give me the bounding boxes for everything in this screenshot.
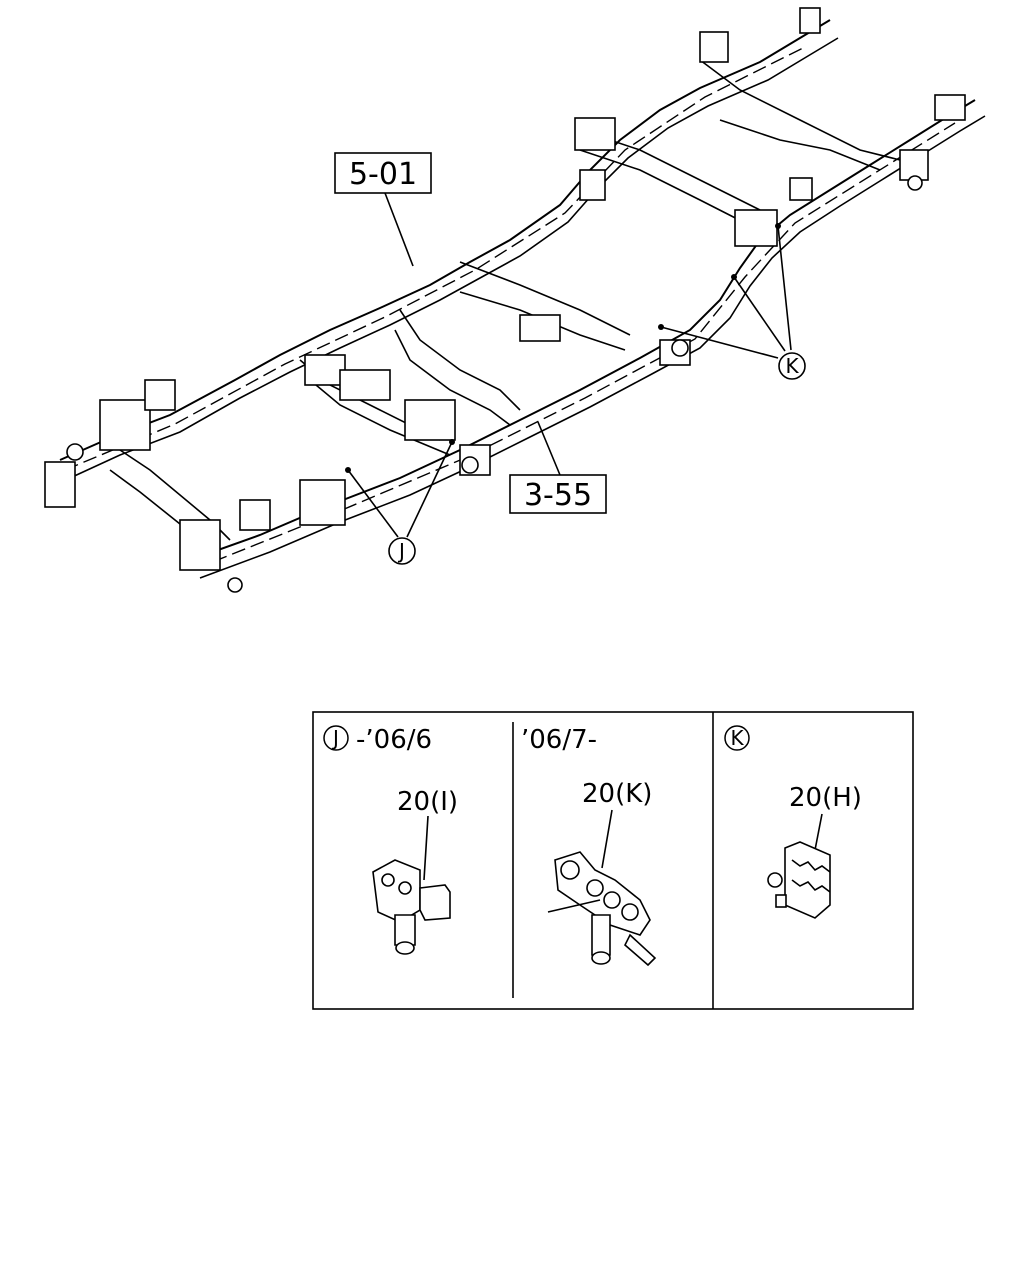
callout-k-letter: K (785, 354, 799, 378)
clip-20-h-drawing (767, 841, 831, 919)
clip-20-k-drawing (547, 851, 657, 967)
detail-section-k: K 20(H) (724, 725, 862, 919)
ref-box-5-01[interactable]: 5-01 (334, 152, 432, 194)
section-j-new-range: ’06/7- (521, 725, 597, 755)
detail-section-j-old: J -’06/6 20(I) (323, 725, 458, 955)
callout-leaders (347, 192, 792, 538)
detail-panel: J -’06/6 20(I) ’06/7- 20(K) (312, 711, 914, 1010)
section-j-letter: J (331, 726, 339, 750)
section-k-letter: K (730, 726, 744, 750)
ref-label-5-01: 5-01 (349, 157, 417, 192)
callout-j-letter: J (397, 539, 405, 563)
section-j-old-range: -’06/6 (356, 725, 432, 755)
clip-20-i-drawing (372, 859, 451, 955)
callout-j: J (388, 537, 416, 565)
ref-label-3-55: 3-55 (524, 478, 592, 513)
ref-box-3-55[interactable]: 3-55 (509, 474, 607, 514)
part-20-i-label: 20(I) (397, 787, 458, 817)
chassis-frame-illustration (44, 7, 986, 593)
detail-section-j-new: ’06/7- 20(K) (521, 725, 657, 967)
part-20-k-label: 20(K) (582, 779, 652, 809)
callout-k: K (778, 352, 806, 380)
part-20-h-label: 20(H) (789, 783, 862, 813)
